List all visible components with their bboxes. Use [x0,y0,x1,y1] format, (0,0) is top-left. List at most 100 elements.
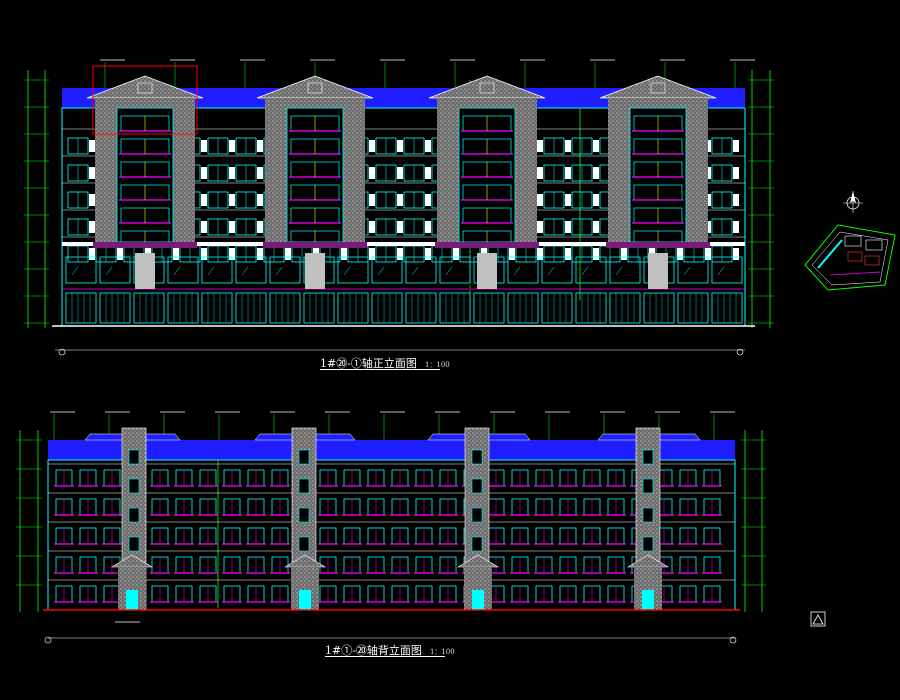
back-entrance-door [642,590,654,610]
front-wall-panel [229,194,235,206]
front-wall-panel [425,221,431,233]
front-dimension-lines [24,59,774,356]
front-wall-panel [117,248,123,260]
front-shop-window [609,256,641,284]
tower-gable-vent [479,82,495,94]
back-title-underline [325,656,445,657]
front-wall-panel [285,248,291,260]
front-wall-panel [229,221,235,233]
front-wall-panel [229,140,235,152]
front-shop-glass-mark [207,266,215,276]
front-shop-canopy [62,242,745,246]
tower-gable-vent [307,82,323,94]
front-shop-window [167,256,199,284]
back-entrance-door [299,590,311,610]
front-shop-glass-mark [377,266,385,276]
site-plan-icon [804,224,896,291]
front-wall-panel [89,248,95,260]
front-shop-glass-mark [241,266,249,276]
front-shop-glass-mark [343,266,351,276]
front-shop-glass-mark [173,266,181,276]
front-shop-glass-mark [275,266,283,276]
front-wall-panel [257,248,263,260]
back-stair-window [128,536,140,552]
tower-entrance-panel [477,253,497,289]
front-wall-panel [369,140,375,152]
back-stair-window [298,536,310,552]
front-shopfront [711,292,743,324]
front-wall-panel [593,248,599,260]
front-wall-panel [89,194,95,206]
back-stair-window [298,449,310,465]
front-wall-panel [593,221,599,233]
front-shop-glass-mark [71,266,79,276]
front-shop-window [405,256,437,284]
front-wall-panel [565,248,571,260]
front-shop-glass-mark [581,266,589,276]
front-wall-panel [173,248,179,260]
back-porch-gable [283,554,327,568]
front-wall-panel [565,167,571,179]
front-shop-window [269,256,301,284]
front-wall-panel [565,140,571,152]
front-axis-bubble [736,348,744,356]
front-shop-glass-mark [105,266,113,276]
front-wall-panel [733,167,739,179]
front-shopfront [405,292,437,324]
back-stair-window [642,478,654,494]
front-shopfront [201,292,233,324]
front-wall-panel [201,248,207,260]
back-stair-window [128,449,140,465]
front-axis-bubble [58,348,66,356]
front-shop-window [337,256,369,284]
tower-gable [86,75,204,99]
front-shop-window [439,256,471,284]
front-wall-panel [677,248,683,260]
front-wall-panel [397,167,403,179]
front-wall-panel [397,221,403,233]
front-wall-panel [257,194,263,206]
front-wall-panel [537,167,543,179]
front-shop-window [371,256,403,284]
back-axis-bubble [729,636,737,644]
front-wall-panel [537,194,543,206]
front-shop-window [235,256,267,284]
section-marker-icon [810,611,826,627]
back-entrance-door [126,590,138,610]
front-wall-panel [201,194,207,206]
front-wall-panel [229,167,235,179]
front-shopfront [337,292,369,324]
red-section-box [92,65,198,135]
back-stair-window [471,507,483,523]
front-shop-glass-mark [513,266,521,276]
front-shopfront [677,292,709,324]
front-roof-band [62,88,745,108]
back-stair-window [128,478,140,494]
front-wall-panel [425,167,431,179]
front-shop-window [677,256,709,284]
back-axis-bubble [44,636,52,644]
tower-entrance-panel [305,253,325,289]
back-stair-window [298,478,310,494]
front-shop-glass-mark [445,266,453,276]
front-shopfront [235,292,267,324]
front-shop-window [575,256,607,284]
front-shopfront [167,292,199,324]
front-wall-panel [425,194,431,206]
front-wall-panel [257,167,263,179]
front-wall-panel [593,167,599,179]
back-stair-window [128,507,140,523]
front-wall-panel [425,140,431,152]
front-wall-panel [229,248,235,260]
back-stair-window [642,536,654,552]
tower-gable-vent [137,82,153,94]
tower-entrance-panel [648,253,668,289]
back-stair-window [471,478,483,494]
front-wall-panel [593,194,599,206]
front-shop-glass-mark [717,266,725,276]
back-elevation [16,411,766,644]
tower-base-band [263,242,367,248]
front-wall-panel [565,194,571,206]
front-towers [86,75,717,289]
